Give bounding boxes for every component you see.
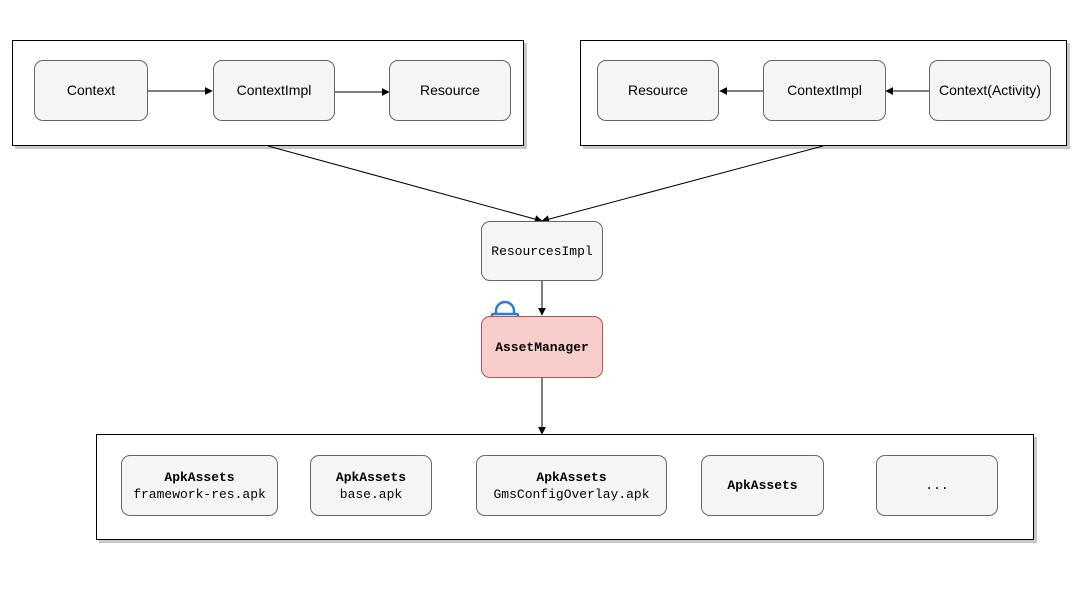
apkassets-title: ApkAssets bbox=[164, 469, 235, 485]
apkassets-file: GmsConfigOverlay.apk bbox=[493, 486, 650, 502]
node-resource-left: Resource bbox=[389, 60, 511, 121]
node-apkassets-generic: ApkAssets bbox=[701, 455, 824, 516]
node-resourcesimpl: ResourcesImpl bbox=[481, 221, 603, 281]
node-contextimpl-left: ContextImpl bbox=[213, 60, 335, 121]
node-apkassets-base: ApkAssets base.apk bbox=[310, 455, 432, 516]
node-assetmanager: AssetManager bbox=[481, 316, 603, 378]
node-apkassets-framework: ApkAssets framework-res.apk bbox=[121, 455, 278, 516]
node-context: Context bbox=[34, 60, 148, 121]
apkassets-file: base.apk bbox=[339, 486, 403, 502]
apkassets-title: ApkAssets bbox=[335, 469, 407, 485]
apkassets-file: framework-res.apk bbox=[133, 486, 266, 502]
edge-left-group-to-resourcesimpl bbox=[267, 145, 543, 223]
node-resource-right: Resource bbox=[597, 60, 719, 121]
node-ellipsis: ... bbox=[876, 455, 998, 516]
edge-right-group-to-resourcesimpl bbox=[541, 145, 824, 224]
apkassets-title: ApkAssets bbox=[536, 469, 607, 485]
node-context-activity: Context(Activity) bbox=[929, 60, 1051, 121]
node-apkassets-gmsconfig: ApkAssets GmsConfigOverlay.apk bbox=[476, 455, 667, 516]
node-contextimpl-right: ContextImpl bbox=[763, 60, 886, 121]
